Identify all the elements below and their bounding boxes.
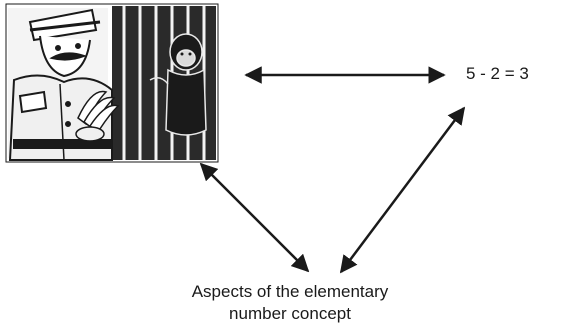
monkey-figure bbox=[149, 33, 207, 136]
arrow-illustration-caption bbox=[199, 162, 310, 273]
arrow-equation-caption bbox=[339, 106, 466, 274]
bananas bbox=[75, 90, 120, 142]
diagram-caption: Aspects of the elementary number concept bbox=[150, 281, 430, 325]
caption-line-2: number concept bbox=[229, 304, 351, 323]
equation-label: 5 - 2 = 3 bbox=[466, 64, 529, 83]
cartoon-illustration bbox=[5, 3, 219, 163]
caption-line-1: Aspects of the elementary bbox=[191, 282, 389, 301]
